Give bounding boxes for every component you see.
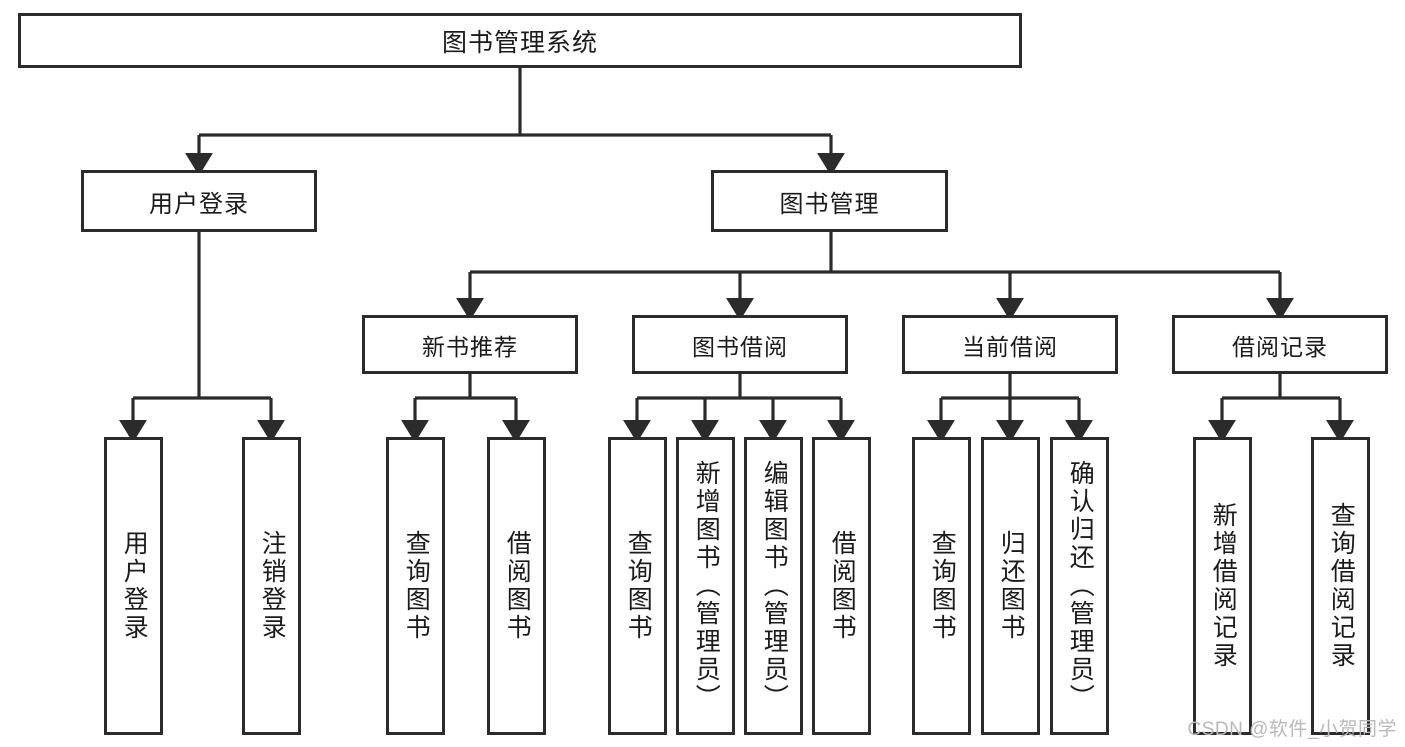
node-label: 查询图书 (928, 530, 957, 642)
node-label: 查询图书 (624, 530, 653, 642)
leaf-add-book-admin[interactable]: 新增图书（管理员） (676, 437, 735, 735)
node-label: 借阅记录 (1232, 333, 1328, 360)
node-book-management[interactable]: 图书管理 (711, 170, 948, 232)
node-label: 借阅图书 (503, 530, 532, 642)
leaf-edit-book-admin[interactable]: 编辑图书（管理员） (744, 437, 803, 735)
node-label: 图书借阅 (692, 333, 788, 360)
node-label: 查询图书 (402, 530, 431, 642)
node-label: 借阅图书 (828, 530, 857, 642)
leaf-return-book[interactable]: 归还图书 (981, 437, 1040, 735)
node-root-system[interactable]: 图书管理系统 (18, 13, 1022, 68)
node-user-login[interactable]: 用户登录 (81, 170, 317, 232)
leaf-query-book-borrow[interactable]: 查询图书 (608, 437, 667, 735)
leaf-user-login[interactable]: 用户登录 (104, 437, 163, 735)
node-label: 用户登录 (149, 190, 249, 218)
node-label: 新书推荐 (422, 333, 518, 360)
leaf-query-borrow-record[interactable]: 查询借阅记录 (1311, 437, 1370, 735)
watermark-credit: CSDN @软件_小贺同学 (1187, 719, 1397, 740)
leaf-query-book-current[interactable]: 查询图书 (912, 437, 971, 735)
node-label: 图书管理 (779, 190, 880, 218)
leaf-query-book-recommend[interactable]: 查询图书 (386, 437, 445, 735)
leaf-borrow-book-recommend[interactable]: 借阅图书 (487, 437, 546, 735)
node-label: 确认归还（管理员） (1066, 460, 1095, 712)
node-label: 新增图书（管理员） (692, 460, 721, 712)
node-current-borrow[interactable]: 当前借阅 (902, 315, 1118, 374)
node-label: 图书管理系统 (441, 28, 598, 57)
node-new-book-recommend[interactable]: 新书推荐 (362, 315, 578, 374)
node-label: 当前借阅 (962, 333, 1058, 360)
node-label: 用户登录 (120, 530, 149, 642)
node-label: 查询借阅记录 (1327, 502, 1356, 670)
node-book-borrow[interactable]: 图书借阅 (632, 315, 848, 374)
leaf-add-borrow-record[interactable]: 新增借阅记录 (1193, 437, 1252, 735)
leaf-borrow-book[interactable]: 借阅图书 (812, 437, 871, 735)
node-label: 新增借阅记录 (1209, 502, 1238, 670)
node-borrow-records[interactable]: 借阅记录 (1172, 315, 1388, 374)
node-label: 编辑图书（管理员） (760, 460, 789, 712)
node-label: 归还图书 (997, 530, 1026, 642)
leaf-confirm-return-admin[interactable]: 确认归还（管理员） (1050, 437, 1109, 735)
leaf-logout-login[interactable]: 注销登录 (242, 437, 301, 735)
node-label: 注销登录 (258, 530, 287, 642)
